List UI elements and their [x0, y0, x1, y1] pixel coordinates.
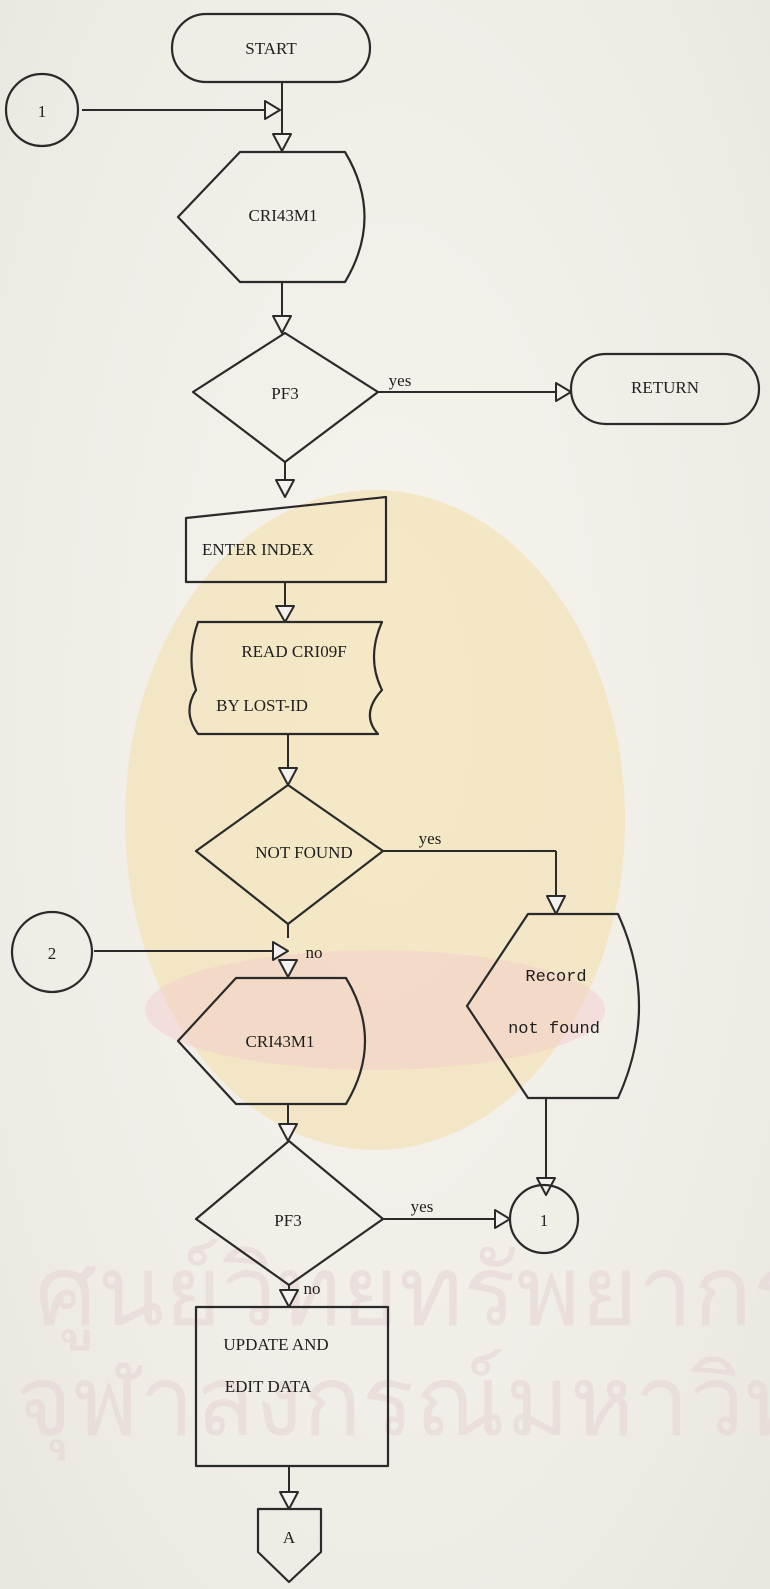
arrowhead-notfound: [278, 767, 298, 786]
connector-2-entry-label: 2: [48, 944, 57, 963]
arrowhead-read: [275, 605, 295, 623]
arrowhead-pf3-1: [272, 315, 292, 334]
arrowhead-connector1: [264, 100, 281, 120]
record-line-2: not found: [508, 1020, 600, 1039]
connector-1-entry: [4, 72, 80, 148]
watermark-line-1: ศูนย์วิทยทรัพยากร: [35, 1235, 770, 1351]
decision-pf3-second: [194, 1139, 385, 1287]
arrowhead-pf3-2: [278, 1123, 298, 1142]
update-line-2: EDIT DATA: [225, 1377, 312, 1396]
arrowhead-connector2: [272, 941, 289, 961]
decision-pf3-first-label: PF3: [271, 384, 298, 403]
display-cri43m1-bottom: [176, 976, 367, 1106]
process-update-edit: [194, 1305, 390, 1468]
watermark: ศูนย์วิทยทรัพยากร จุฬาลงกรณ์มหาวิทยาลัย: [15, 490, 770, 1461]
arrowhead-offpage: [279, 1491, 299, 1510]
connector-2-entry: [10, 910, 94, 994]
read-line-2: BY LOST-ID: [216, 696, 308, 715]
edge-pf3-second-yes: yes: [411, 1197, 434, 1216]
arrowhead-update: [279, 1289, 299, 1308]
connector-1-entry-label: 1: [38, 102, 47, 121]
start-label: START: [245, 39, 297, 58]
watermark-line-2: จุฬาลงกรณ์มหาวิทยาลัย: [15, 1345, 770, 1461]
decision-not-found-label: NOT FOUND: [255, 843, 352, 862]
arrowhead-display2: [278, 959, 298, 978]
input-enter-index-label: ENTER INDEX: [202, 540, 314, 559]
return-label: RETURN: [631, 378, 699, 397]
edge-not-found-no: no: [306, 943, 323, 962]
connector-1-exit: [508, 1183, 580, 1255]
update-line-1: UPDATE AND: [223, 1335, 328, 1354]
start-terminator: [170, 12, 372, 84]
edge-pf3-second-no: no: [304, 1279, 321, 1298]
arrowhead-record: [546, 895, 566, 915]
arrowhead-display1: [272, 133, 292, 152]
offpage-connector-a-label: A: [283, 1528, 296, 1547]
record-line-1: Record: [525, 968, 586, 987]
arrowhead-index: [275, 479, 295, 498]
display-cri43m1-top: [176, 150, 366, 284]
flow-lines: [82, 82, 557, 1492]
decision-pf3-first: [191, 331, 380, 464]
decision-not-found: [194, 783, 385, 926]
display-record-not-found: [465, 912, 641, 1100]
input-enter-index: [184, 495, 388, 584]
connector-1-exit-label: 1: [540, 1211, 549, 1230]
read-cri09f-document: [188, 620, 384, 736]
return-terminator: [569, 352, 761, 426]
offpage-connector-a: [256, 1507, 323, 1584]
display-cri43m1-top-label: CRI43M1: [249, 206, 318, 225]
edge-not-found-yes: yes: [419, 829, 442, 848]
arrowhead-return: [555, 382, 572, 402]
watermark-seal: [125, 490, 625, 1150]
display-cri43m1-bottom-label: CRI43M1: [246, 1032, 315, 1051]
arrowhead-connector1-exit: [494, 1209, 511, 1229]
decision-pf3-second-label: PF3: [274, 1211, 301, 1230]
read-line-1: READ CRI09F: [241, 642, 346, 661]
edge-pf3-first-yes: yes: [389, 371, 412, 390]
